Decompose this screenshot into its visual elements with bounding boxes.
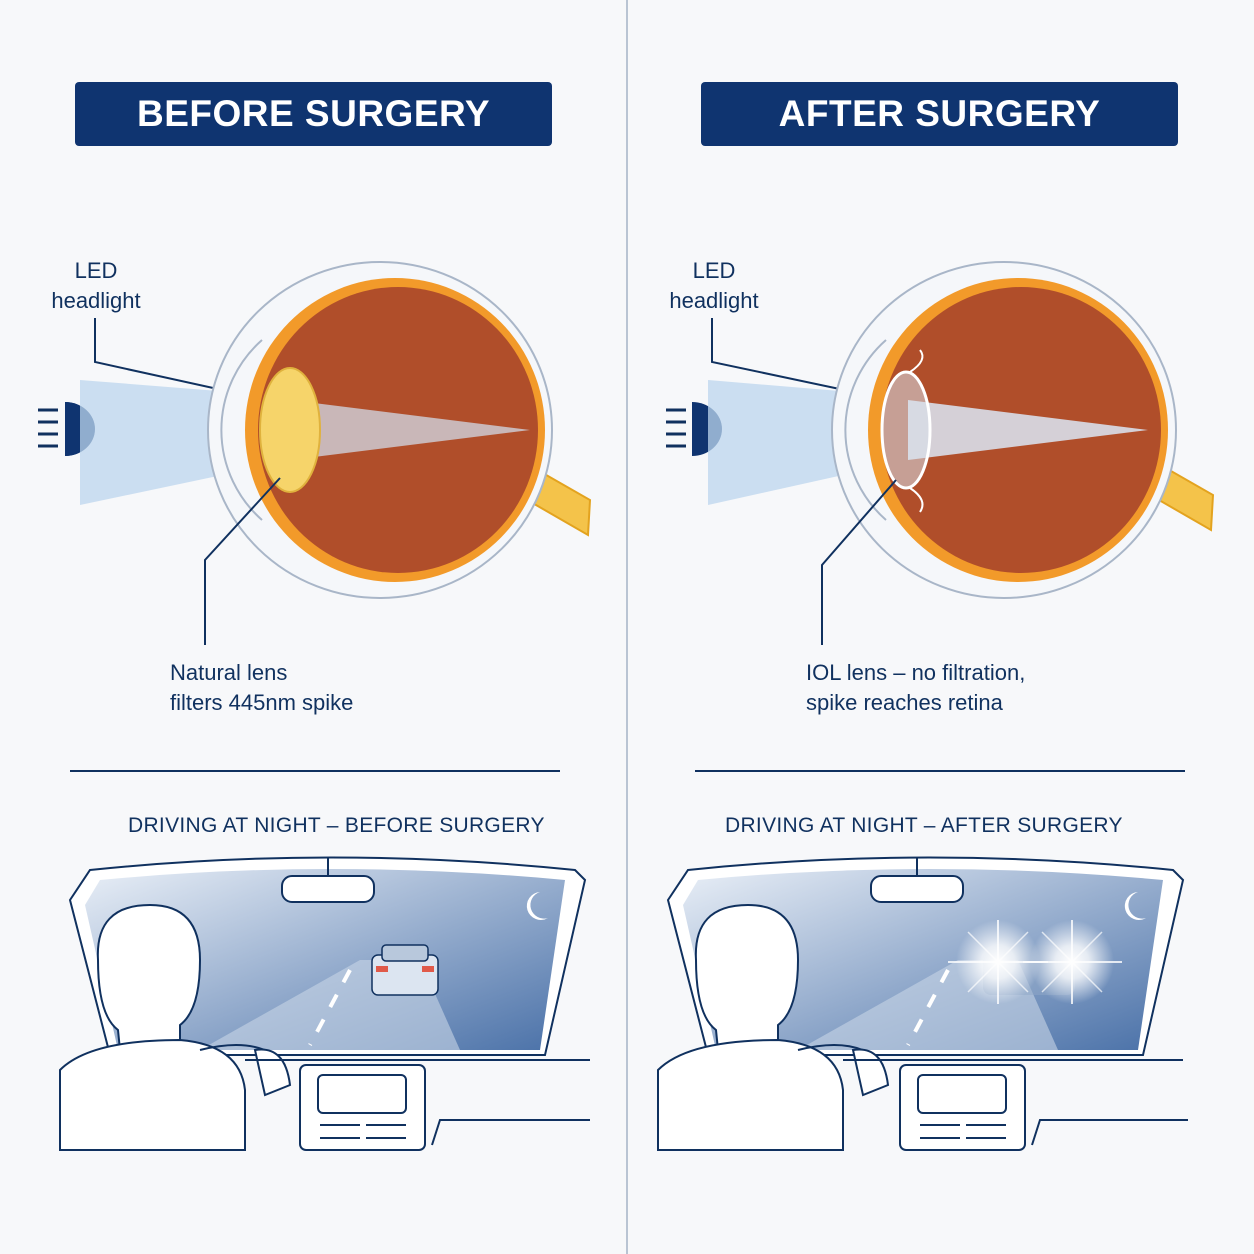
glare-icon xyxy=(948,920,1122,1004)
after-source-label: LED headlight xyxy=(669,258,759,313)
driver-icon xyxy=(657,903,890,1151)
before-eye-diagram xyxy=(38,261,592,645)
night-sky xyxy=(683,869,1163,1050)
before-panel: BEFORE SURGERY LED headlight xyxy=(0,0,626,1254)
before-driving-scene xyxy=(59,856,590,1151)
leader-line xyxy=(711,318,869,396)
car-icon xyxy=(371,944,439,996)
after-driving-title: DRIVING AT NIGHT – AFTER SURGERY xyxy=(725,814,1123,837)
rearview-mirror xyxy=(281,875,375,903)
iol-lens xyxy=(880,370,932,490)
moon-icon xyxy=(1124,892,1146,920)
after-lens-label: IOL lens – no filtration, spike reaches … xyxy=(806,660,1026,715)
before-driving-title: DRIVING AT NIGHT – BEFORE SURGERY xyxy=(128,814,545,837)
section-rule xyxy=(695,770,1185,772)
after-panel: AFTER SURGERY LED headlight xyxy=(628,0,1254,1254)
lens-leader-line xyxy=(204,477,281,645)
focused-beam xyxy=(908,400,1148,460)
section-rule xyxy=(70,770,560,772)
console-screen xyxy=(917,1074,1007,1114)
console-screen xyxy=(317,1074,407,1114)
leader-line xyxy=(94,318,246,396)
cornea xyxy=(220,339,263,521)
after-eye-diagram xyxy=(666,261,1215,645)
moon-icon xyxy=(526,892,548,920)
before-source-label: LED headlight xyxy=(51,258,141,313)
after-title: AFTER SURGERY xyxy=(701,82,1178,146)
rearview-mirror xyxy=(870,875,964,903)
scattered-beam xyxy=(290,400,530,460)
after-driving-scene xyxy=(657,856,1188,1151)
cornea xyxy=(844,339,887,521)
night-sky xyxy=(85,869,565,1050)
driver-icon xyxy=(59,903,292,1151)
before-title: BEFORE SURGERY xyxy=(75,82,552,146)
panel-divider xyxy=(626,0,628,1254)
natural-lens xyxy=(259,367,321,493)
before-lens-label: Natural lens filters 445nm spike xyxy=(170,660,354,715)
lens-leader-line xyxy=(821,479,897,645)
